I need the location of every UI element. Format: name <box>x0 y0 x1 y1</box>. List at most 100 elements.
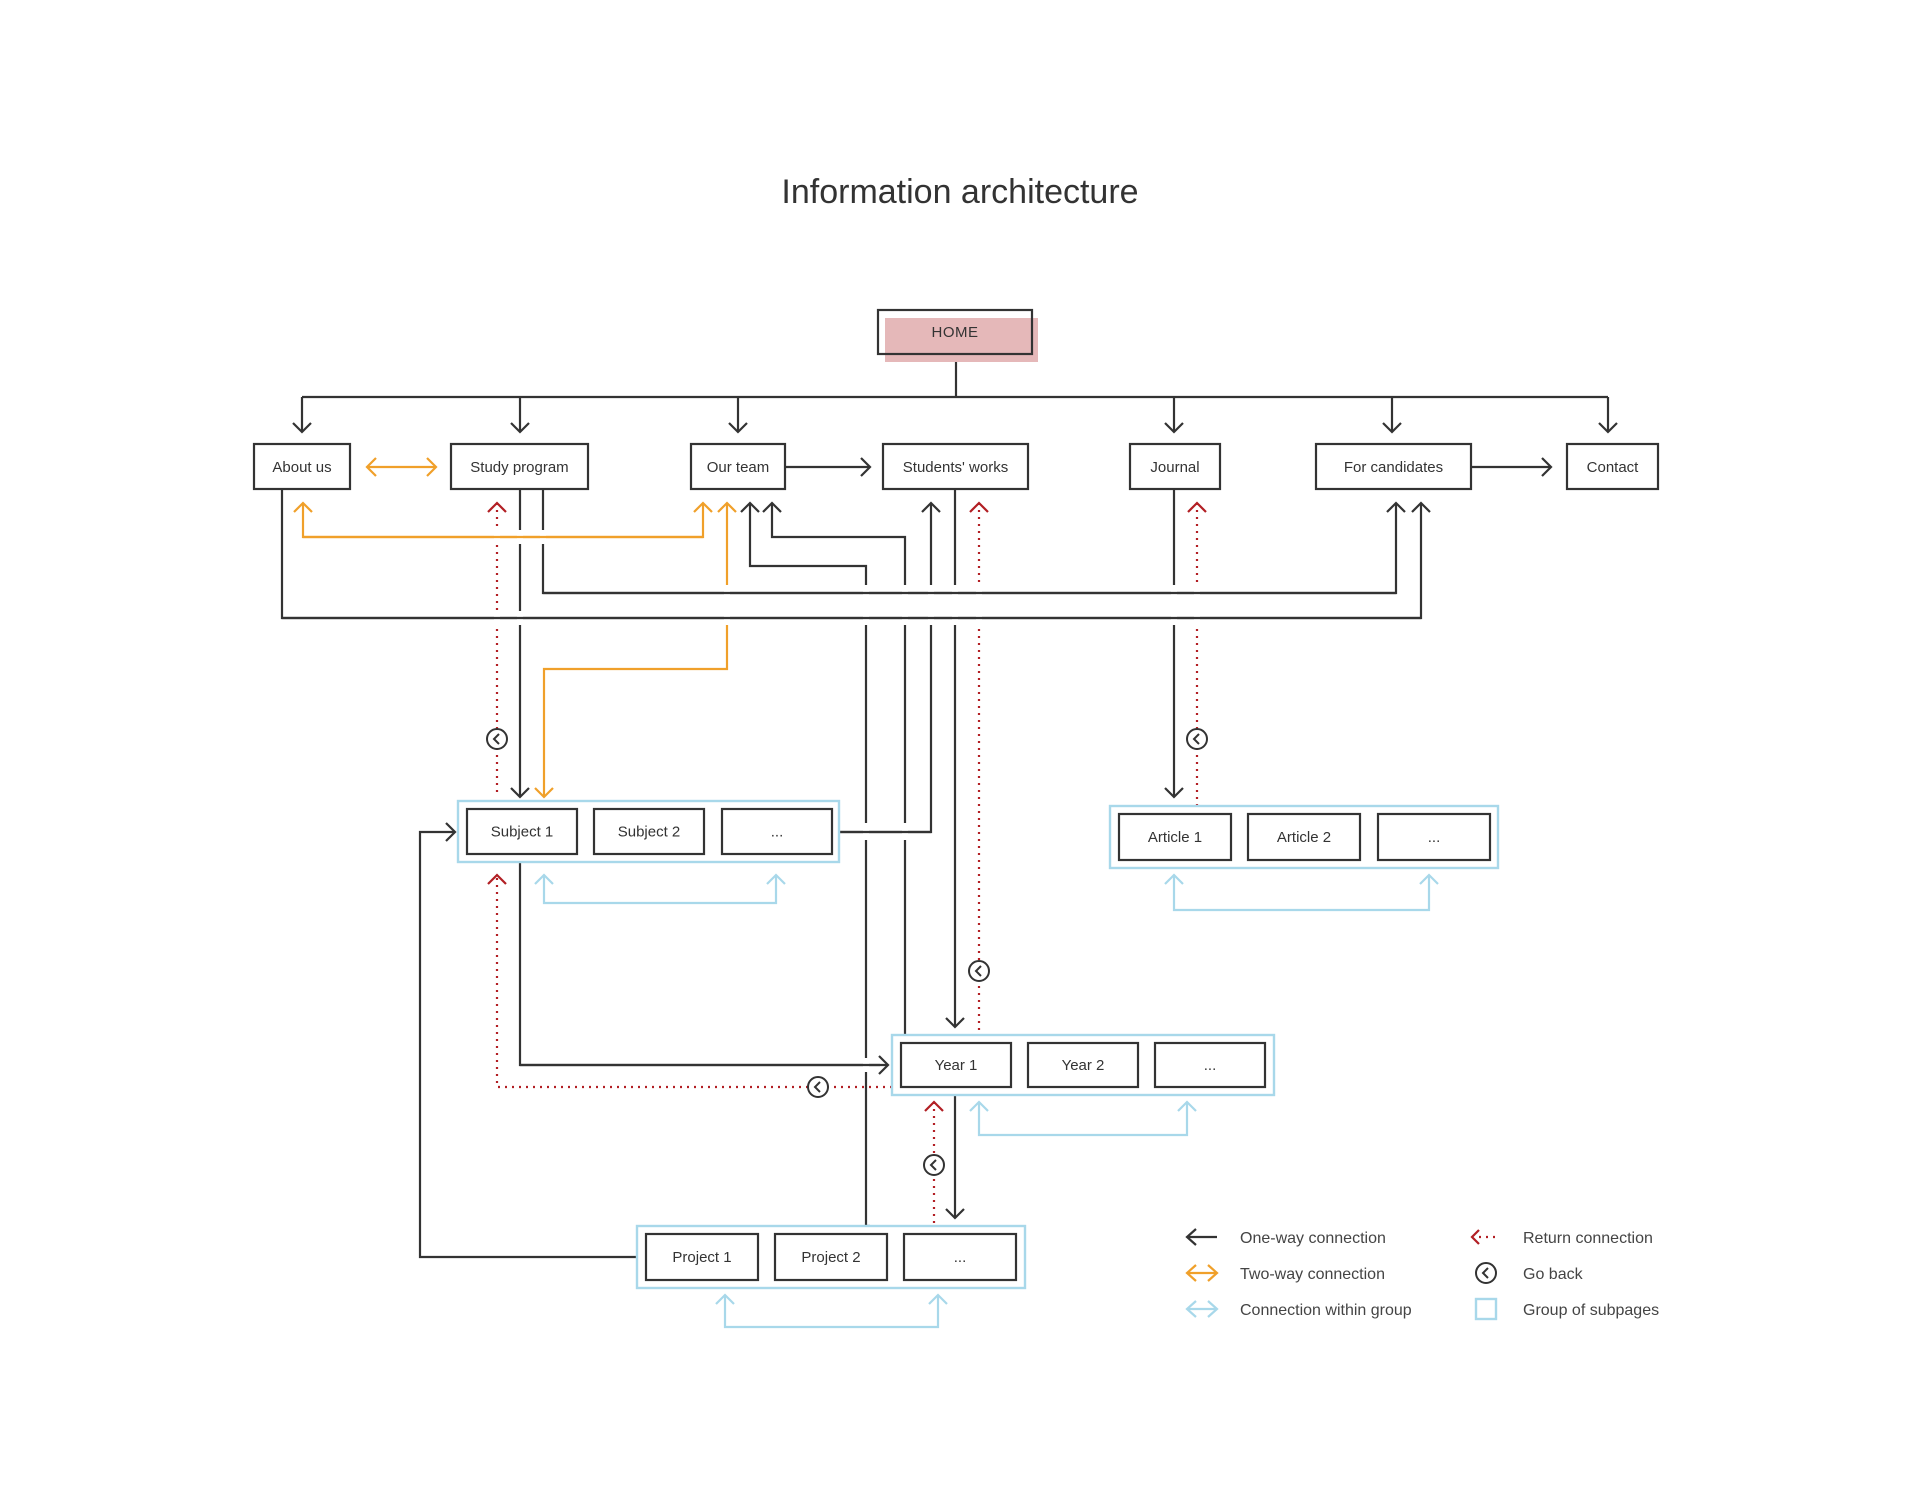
home-node[interactable]: HOME <box>876 308 1038 362</box>
legend-label: One-way connection <box>1240 1230 1386 1247</box>
years-group-loop <box>977 1102 1189 1137</box>
subjects-group-loop <box>542 875 778 905</box>
arrow-up-icon <box>762 501 782 513</box>
subpage-node[interactable]: Project 1 <box>644 1232 760 1282</box>
subpage-box <box>720 807 834 856</box>
page-node-about[interactable]: About us <box>252 442 352 491</box>
arrow-up-icon <box>693 501 713 513</box>
subpage-node[interactable]: Subject 1 <box>465 807 579 856</box>
nodes-layer: HOME About us Study program Our team Student… <box>252 308 1660 1290</box>
arrow-up-icon <box>921 501 941 513</box>
arrow-up-icon <box>766 873 786 885</box>
go-back-icon <box>968 960 990 982</box>
line-crossing-gap <box>902 585 908 625</box>
subpage-box <box>1246 812 1362 862</box>
legend-item: Return connection <box>1470 1229 1653 1247</box>
return-arrow-head <box>1470 1229 1480 1245</box>
go-back-icon <box>1186 728 1208 750</box>
page-label: Journal <box>1150 459 1199 476</box>
subpage-node[interactable]: ... <box>1376 812 1492 862</box>
projects-to-team-line <box>748 503 870 1228</box>
line-crossing-gap <box>1194 585 1200 625</box>
arrow-right-icon <box>878 1055 890 1075</box>
arrow-up-icon <box>534 873 554 885</box>
subpage-node[interactable]: Project 2 <box>773 1232 889 1282</box>
go-back-chevron <box>974 965 982 977</box>
double-arrow-shape <box>1185 1300 1219 1318</box>
page-box <box>881 442 1030 491</box>
line-crossing-gap <box>952 585 958 625</box>
subjects-to-works-line <box>840 503 933 834</box>
diagram-title: Information architecture <box>781 173 1138 211</box>
arrow-left-icon <box>365 457 377 477</box>
subpage-node[interactable]: Year 2 <box>1026 1041 1140 1089</box>
connections-layer <box>280 354 1618 1329</box>
legend-label: Connection within group <box>1240 1302 1412 1319</box>
line-crossing-gap <box>724 585 730 625</box>
page-box <box>252 442 352 491</box>
double-arrow-shape <box>1185 1264 1219 1282</box>
legend-item: Two-way connection <box>1185 1264 1385 1283</box>
subpage-box <box>644 1232 760 1282</box>
subpage-label: ... <box>771 824 784 841</box>
page-node-candidates[interactable]: For candidates <box>1314 442 1473 491</box>
legend-item: One-way connection <box>1185 1228 1386 1247</box>
subpage-node[interactable]: Article 2 <box>1246 812 1362 862</box>
project-to-subject-line <box>418 830 637 1259</box>
subpage-label: ... <box>954 1249 967 1266</box>
page-node-works[interactable]: Students' works <box>881 442 1030 491</box>
go-back-icon <box>486 728 508 750</box>
line-crossing-gap <box>976 585 982 625</box>
one-way-arrow-icon <box>1185 1228 1217 1246</box>
page-box <box>1565 442 1660 491</box>
go-back-icon <box>1475 1262 1497 1284</box>
subpage-node[interactable]: Article 1 <box>1117 812 1233 862</box>
arrow-up-icon <box>969 1100 989 1112</box>
group-articles: Article 1 Article 2... <box>1108 804 1500 870</box>
subpage-node[interactable]: ... <box>720 807 834 856</box>
subpage-label: Article 2 <box>1277 829 1331 846</box>
page-node-contact[interactable]: Contact <box>1565 442 1660 491</box>
arrow-down-icon <box>1164 422 1184 434</box>
return-arrow-icon <box>969 501 989 513</box>
subpage-node[interactable]: Subject 2 <box>592 807 706 856</box>
go-back-chevron <box>1481 1267 1489 1279</box>
within-group-arrow-icon <box>1185 1300 1219 1318</box>
legend-item: Go back <box>1475 1262 1584 1284</box>
go-back-circle <box>1475 1262 1497 1284</box>
group-subjects: Subject 1 Subject 2... <box>456 799 841 864</box>
subpage-label: ... <box>1204 1057 1217 1074</box>
two-way-arrow-icon <box>1185 1264 1219 1282</box>
subpage-box <box>899 1041 1013 1089</box>
subpage-box <box>1117 812 1233 862</box>
go-back-circle <box>486 728 508 750</box>
subpage-box <box>1026 1041 1140 1089</box>
arrow-down-icon <box>510 787 530 799</box>
line-crossing-gap <box>1171 585 1177 625</box>
page-box <box>449 442 590 491</box>
arrow-up-icon <box>717 501 737 513</box>
page-node-journal[interactable]: Journal <box>1128 442 1222 491</box>
page-node-team[interactable]: Our team <box>689 442 787 491</box>
arrow-up-icon <box>293 501 313 513</box>
page-node-study[interactable]: Study program <box>449 442 590 491</box>
line-crossing-gap <box>928 585 934 625</box>
arrow-down-icon <box>945 1017 965 1029</box>
subpage-label: Subject 1 <box>491 824 554 841</box>
legend-label: Go back <box>1523 1266 1584 1283</box>
subpage-node[interactable]: Year 1 <box>899 1041 1013 1089</box>
subpage-node[interactable]: ... <box>1153 1041 1267 1089</box>
arrow-down-icon <box>728 422 748 434</box>
arrow-down-icon <box>534 787 554 799</box>
projects-group-loop <box>723 1295 940 1329</box>
page-label: Students' works <box>903 459 1008 476</box>
arrow-up-icon <box>1411 501 1431 513</box>
go-back-icon <box>923 1154 945 1176</box>
legend-item: Connection within group <box>1185 1300 1412 1319</box>
arrow-up-icon <box>740 501 760 513</box>
arrow-right-icon <box>426 457 438 477</box>
subpage-node[interactable]: ... <box>902 1232 1018 1282</box>
arrow-up-icon <box>928 1293 948 1305</box>
